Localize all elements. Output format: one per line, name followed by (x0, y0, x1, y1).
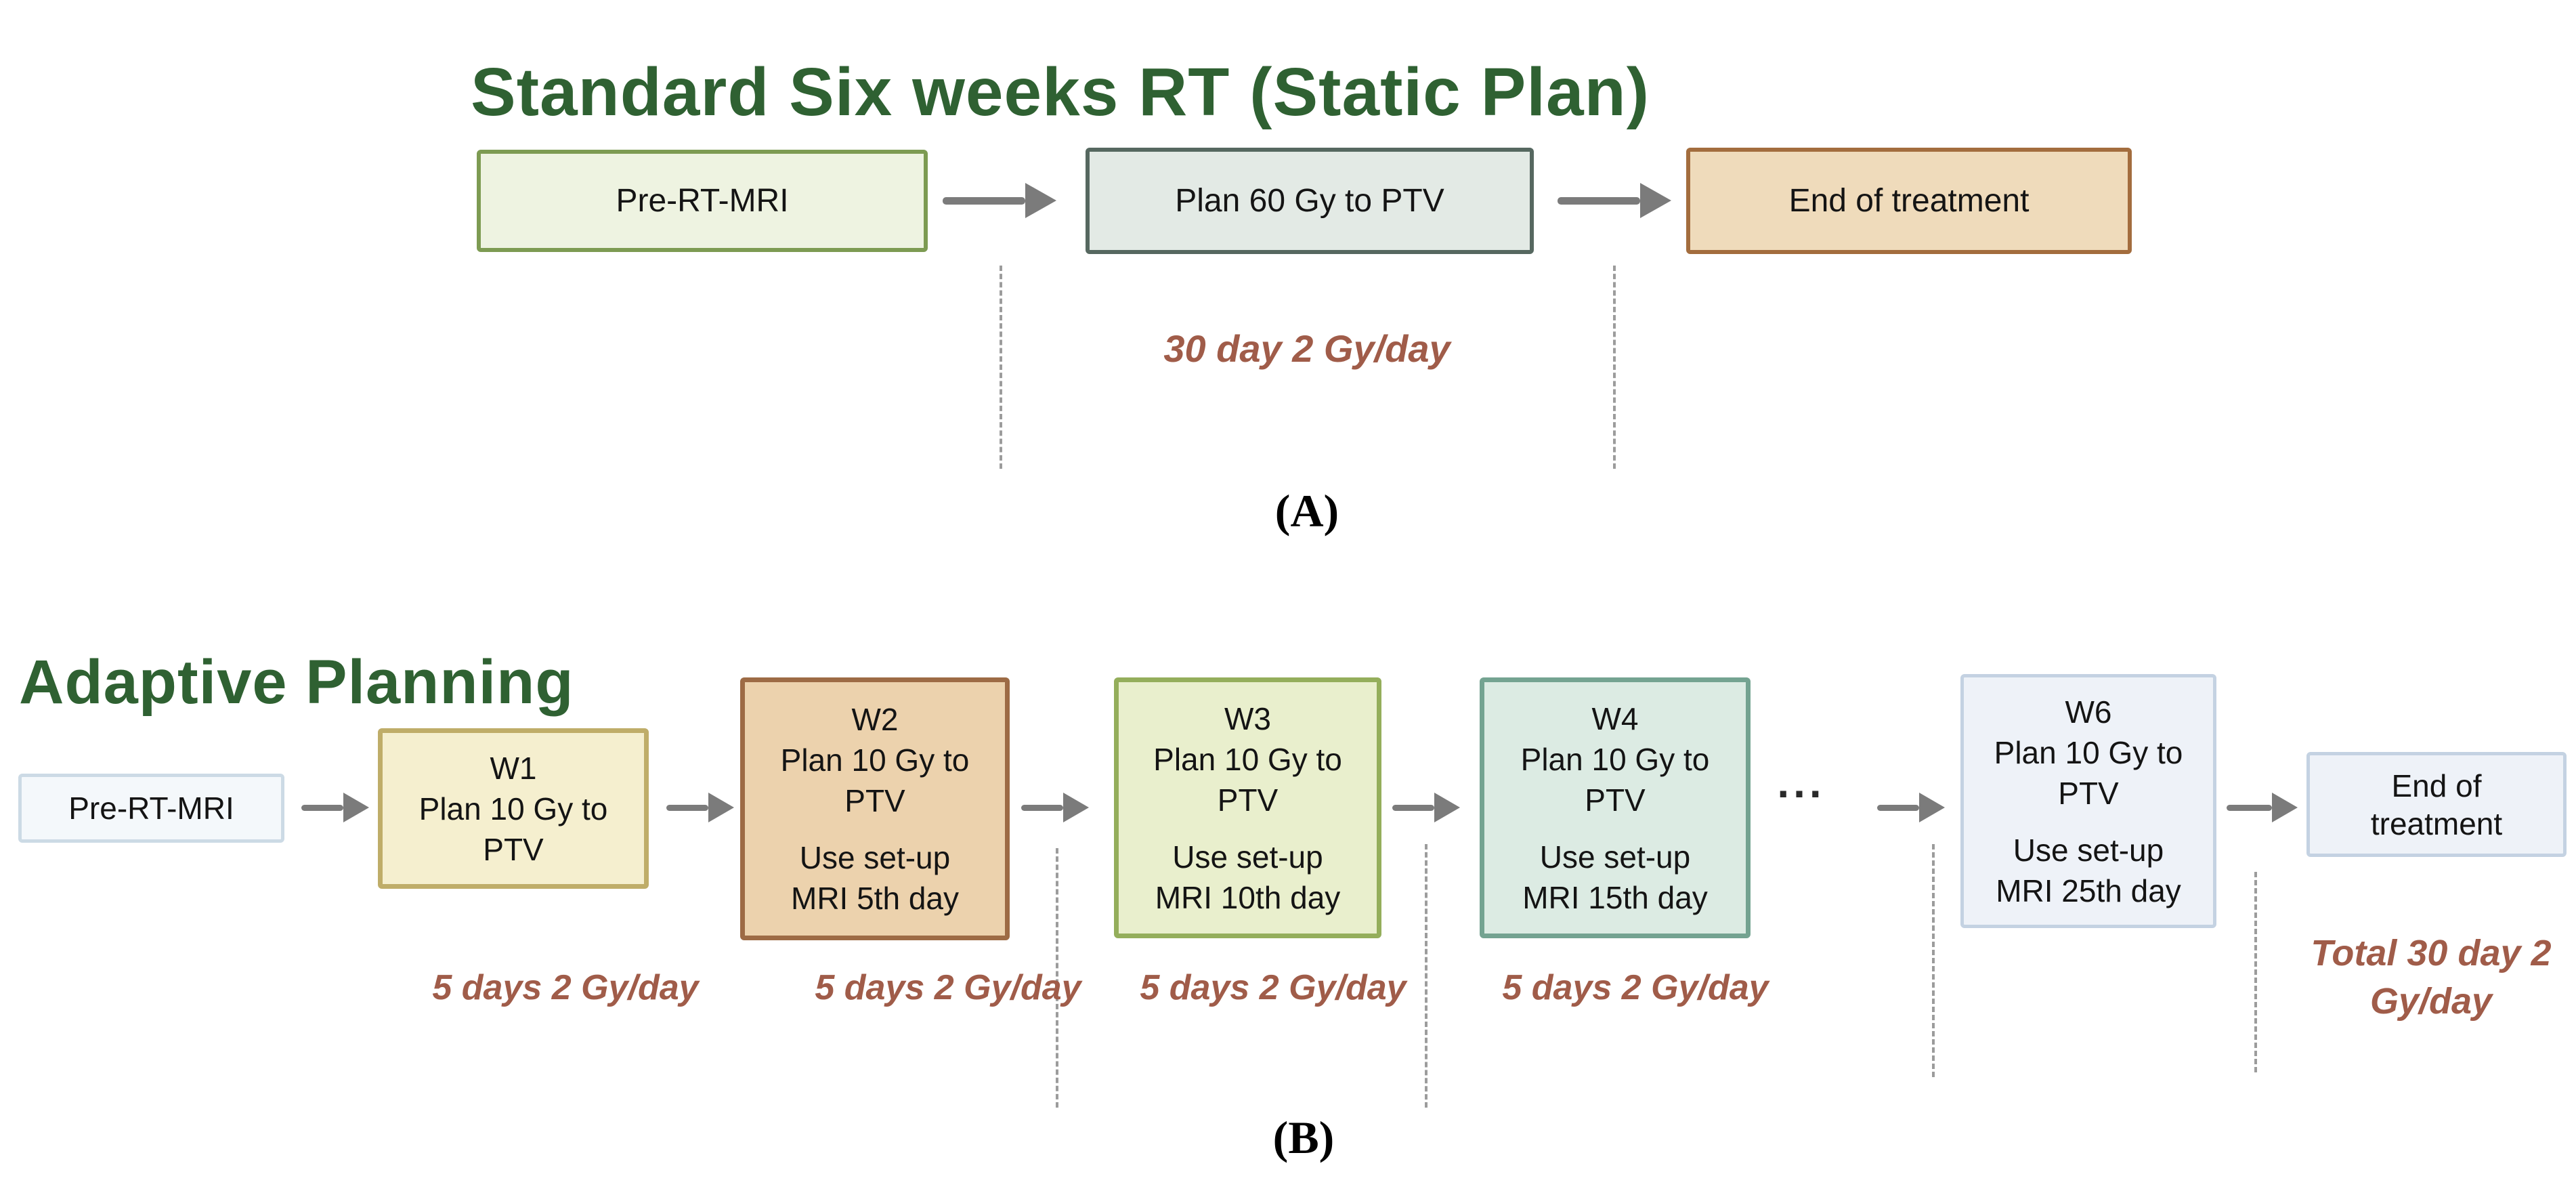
arrow-head (1640, 183, 1671, 218)
annotation-line: 2 Gy/day (551, 968, 699, 1007)
week-label: W4 (1591, 700, 1639, 736)
arrow-head (708, 793, 734, 822)
flow-box-w4: W4 Plan 10 Gy to PTV Use set-up MRI 15th… (1480, 677, 1751, 938)
dashed-divider (1932, 844, 1935, 1077)
arrow-right-icon (943, 183, 1056, 218)
flow-box-plan-60gy: Plan 60 Gy to PTV (1086, 148, 1534, 254)
arrow-head (1434, 793, 1460, 822)
duration-annotation-w3: 5 days 2 Gy/day (1138, 965, 1409, 1011)
arrow-head (1025, 183, 1056, 218)
arrow-right-icon (1558, 183, 1671, 218)
dashed-divider (1000, 266, 1002, 469)
box-line: treatment (2370, 805, 2503, 841)
box-line: Plan 10 Gy to (1153, 741, 1342, 777)
annotation-line: 5 days (815, 968, 925, 1007)
box-line: MRI 5th day (791, 881, 959, 916)
arrow-right-icon (301, 793, 369, 822)
arrow-head (1063, 793, 1089, 822)
annotation-line: 2 Gy/day (1292, 327, 1451, 370)
duration-annotation-w4: 5 days 2 Gy/day (1500, 965, 1771, 1011)
box-line: Use set-up (799, 840, 951, 875)
arrow-shaft (301, 804, 343, 811)
box-line: Use set-up (1172, 839, 1323, 875)
week-label: W3 (1224, 700, 1271, 736)
dashed-divider (1613, 266, 1616, 469)
dashed-divider (2254, 872, 2257, 1072)
arrow-head (2272, 793, 2298, 822)
flow-box-w2: W2 Plan 10 Gy to PTV Use set-up MRI 5th … (740, 677, 1010, 940)
panel-a-label: (A) (1274, 485, 1339, 537)
ellipsis-icon: ... (1777, 758, 1826, 807)
box-line: Plan 10 Gy to (418, 791, 608, 826)
box-line: MRI 25th day (1996, 873, 2181, 908)
arrow-shaft (1021, 804, 1063, 811)
arrow-shaft (1558, 196, 1640, 205)
arrow-head (343, 793, 369, 822)
panel-b-label: (B) (1272, 1112, 1335, 1163)
box-line: Plan 10 Gy to (1994, 734, 2183, 770)
duration-annotation-a: 30 day 2 Gy/day (1104, 324, 1510, 374)
duration-annotation-w2: 5 days 2 Gy/day (813, 965, 1083, 1011)
arrow-right-icon (1392, 793, 1460, 822)
box-label: Pre-RT-MRI (616, 183, 789, 219)
annotation-line: 5 days (1502, 968, 1612, 1007)
flow-box-pre-rt-mri-a: Pre-RT-MRI (477, 150, 928, 252)
annotation-line: 2 Gy/day (1259, 968, 1407, 1007)
flow-box-pre-rt-mri-b: Pre-RT-MRI (18, 774, 284, 843)
arrow-shaft (1877, 804, 1919, 811)
week-label: W2 (851, 702, 899, 737)
week-label: W6 (2065, 694, 2112, 730)
annotation-line: 5 days (432, 968, 542, 1007)
arrow-head (1919, 793, 1945, 822)
flow-box-w3: W3 Plan 10 Gy to PTV Use set-up MRI 10th… (1114, 677, 1381, 938)
arrow-shaft (943, 196, 1025, 205)
box-label: Plan 60 Gy to PTV (1175, 183, 1444, 219)
arrow-shaft (2227, 804, 2272, 811)
box-line: PTV (2058, 775, 2119, 811)
panel-b-title: Adaptive Planning (19, 647, 574, 717)
annotation-line: 2 Gy/day (934, 968, 1081, 1007)
flow-box-w1: W1 Plan 10 Gy to PTV (378, 728, 649, 889)
flow-box-end-of-treatment-a: End of treatment (1686, 148, 2132, 254)
flow-box-w6: W6 Plan 10 Gy to PTV Use set-up MRI 25th… (1960, 674, 2216, 928)
annotation-line: 5 days (1140, 968, 1250, 1007)
box-line: Use set-up (2013, 832, 2164, 868)
week-label: W1 (490, 750, 537, 786)
arrow-shaft (1392, 804, 1434, 811)
box-line: PTV (844, 783, 905, 818)
annotation-line: 2 Gy/day (2369, 933, 2552, 1022)
annotation-line: Total 30 day (2311, 933, 2521, 973)
box-label: Pre-RT-MRI (68, 791, 234, 826)
dashed-divider (1056, 848, 1058, 1108)
duration-annotation-w1: 5 days 2 Gy/day (430, 965, 701, 1011)
arrow-shaft (666, 804, 708, 811)
box-line: PTV (1585, 782, 1646, 818)
box-line: Plan 10 Gy to (780, 742, 970, 778)
box-line: PTV (1217, 782, 1279, 818)
annotation-line: 2 Gy/day (1621, 968, 1769, 1007)
box-line: MRI 10th day (1155, 879, 1341, 915)
arrow-right-icon (2227, 793, 2298, 822)
box-line: Plan 10 Gy to (1520, 741, 1710, 777)
panel-a-title: Standard Six weeks RT (Static Plan) (471, 54, 1650, 130)
box-label: End of treatment (1788, 183, 2030, 219)
box-line: Use set-up (1539, 839, 1691, 875)
flow-box-end-of-treatment-b: End of treatment (2306, 752, 2567, 857)
box-line: PTV (483, 831, 544, 867)
box-line: End of (2391, 768, 2482, 803)
annotation-line: 30 day (1163, 327, 1282, 370)
dashed-divider (1425, 844, 1427, 1108)
total-duration-annotation: Total 30 day 2 Gy/day (2289, 929, 2573, 1026)
box-line: MRI 15th day (1522, 879, 1708, 915)
arrow-right-icon (1877, 793, 1945, 822)
arrow-right-icon (666, 793, 734, 822)
arrow-right-icon (1021, 793, 1089, 822)
